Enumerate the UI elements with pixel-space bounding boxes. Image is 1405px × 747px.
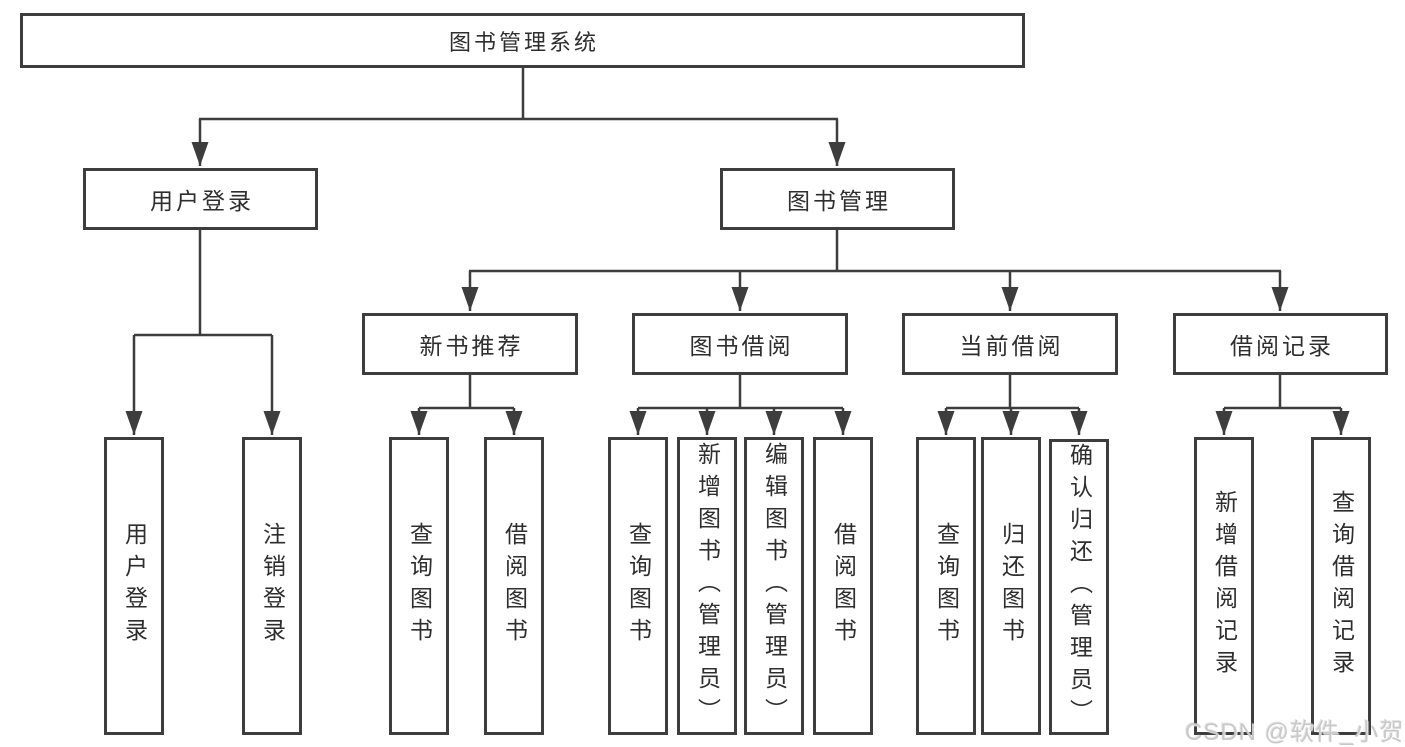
- csdn-watermark: CSDN @软件_小贺同学: [1185, 719, 1405, 746]
- node-borrow-records-label: 借阅记录: [1230, 333, 1334, 359]
- leaf-add-book-admin: 新增图书（管理员）: [677, 437, 737, 735]
- node-user-login-label: 用户登录: [150, 188, 254, 214]
- leaf-borrow-books-2: 借阅图书: [813, 437, 873, 735]
- leaf-query-books-2: 查询图书: [608, 437, 668, 735]
- leaf-logout-label: 注销登录: [259, 522, 286, 650]
- connector-trunks: [134, 66, 1341, 410]
- leaf-user-login-label: 用户登录: [121, 522, 148, 650]
- node-book-borrow-label: 图书借阅: [689, 333, 794, 359]
- leaf-confirm-return-admin: 确认归还（管理员）: [1049, 439, 1109, 735]
- leaf-add-book-admin-label: 新增图书（管理员）: [694, 442, 721, 730]
- leaf-borrow-books-2-label: 借阅图书: [830, 522, 857, 650]
- leaf-borrow-books-1-label: 借阅图书: [501, 522, 528, 650]
- leaf-edit-book-admin-label: 编辑图书（管理员）: [761, 442, 788, 730]
- leaf-logout: 注销登录: [242, 437, 302, 735]
- leaf-query-borrow-record: 查询借阅记录: [1311, 437, 1371, 735]
- leaf-query-books-1-label: 查询图书: [406, 522, 433, 650]
- leaf-query-books-3: 查询图书: [916, 437, 976, 735]
- leaf-add-borrow-record: 新增借阅记录: [1194, 437, 1254, 735]
- node-current-borrow: 当前借阅: [902, 313, 1118, 375]
- node-root: 图书管理系统: [20, 13, 1025, 68]
- node-book-management-label: 图书管理: [787, 188, 891, 214]
- leaf-query-books-2-label: 查询图书: [625, 522, 652, 650]
- leaf-edit-book-admin: 编辑图书（管理员）: [744, 437, 804, 735]
- leaf-query-books-3-label: 查询图书: [933, 522, 960, 650]
- node-book-management: 图书管理: [720, 168, 955, 230]
- node-new-book-recommend: 新书推荐: [362, 313, 578, 375]
- node-root-label: 图书管理系统: [448, 29, 599, 55]
- leaf-query-borrow-record-label: 查询借阅记录: [1328, 490, 1355, 682]
- leaf-borrow-books-1: 借阅图书: [484, 437, 544, 735]
- leaf-add-borrow-record-label: 新增借阅记录: [1211, 490, 1238, 682]
- node-book-borrow: 图书借阅: [632, 313, 848, 375]
- node-new-book-recommend-label: 新书推荐: [419, 333, 524, 359]
- leaf-return-book-label: 归还图书: [998, 522, 1025, 650]
- node-user-login: 用户登录: [83, 168, 318, 230]
- leaf-user-login: 用户登录: [104, 437, 164, 735]
- node-current-borrow-label: 当前借阅: [959, 333, 1064, 359]
- leaf-return-book: 归还图书: [981, 437, 1041, 735]
- leaf-query-books-1: 查询图书: [389, 437, 449, 735]
- node-borrow-records: 借阅记录: [1173, 313, 1388, 375]
- leaf-confirm-return-admin-label: 确认归还（管理员）: [1066, 443, 1093, 731]
